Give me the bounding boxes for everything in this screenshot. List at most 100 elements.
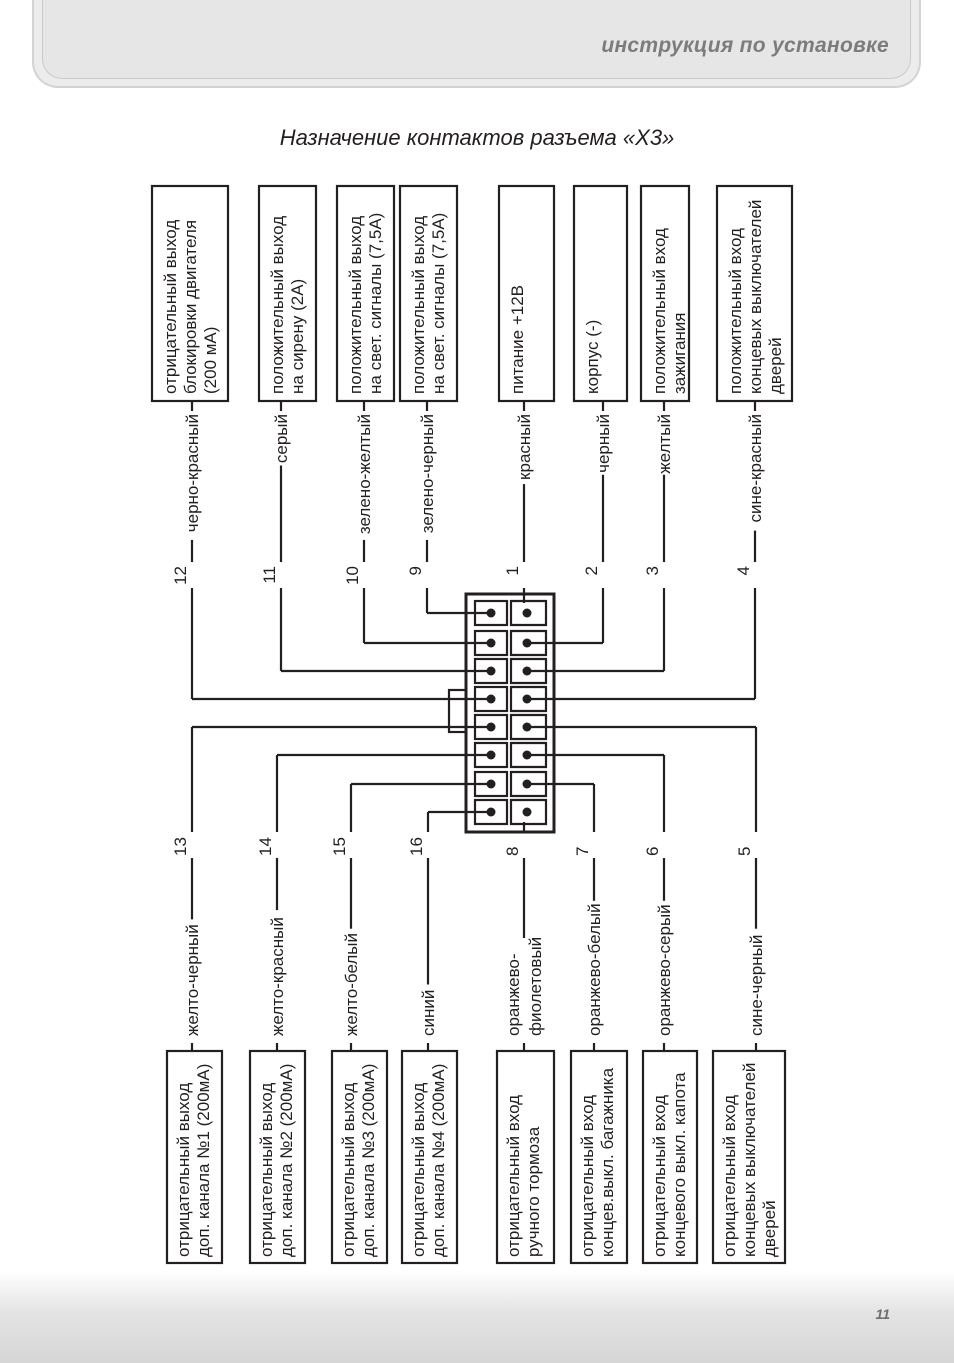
pin-3-number: 3 xyxy=(643,566,662,575)
page-number: 11 xyxy=(875,1306,890,1322)
label-gap xyxy=(650,900,678,1043)
pin-14-desc-line-group: отрицательный выход xyxy=(257,1083,276,1257)
pin-16-color: синий xyxy=(419,990,438,1036)
pin-5-color: сине-черный xyxy=(747,935,766,1036)
pin-13-color: желто-черный xyxy=(183,924,202,1036)
pin-6-number-group: 6 xyxy=(643,847,662,856)
label-gap xyxy=(650,832,678,858)
pin-13-desc-line-group: отрицательный выход xyxy=(174,1083,193,1257)
pin-4-desc-line: дверей xyxy=(766,337,785,394)
pin-15-desc-box xyxy=(330,1049,389,1265)
pin-8-desc-line: ручного тормоза xyxy=(524,1126,543,1257)
pin-6-color-group: оранжево-серый xyxy=(655,904,674,1036)
pin-16-desc-box xyxy=(400,1049,459,1265)
pin-2-number: 2 xyxy=(582,566,601,575)
pin-5-desc-box xyxy=(711,1049,787,1265)
label-gap xyxy=(510,562,538,588)
label-gap xyxy=(590,411,616,475)
connector-latch xyxy=(447,688,468,734)
pin-1-desc-line-group: питание +12В xyxy=(508,285,527,394)
pin-5-desc-line-group: дверей xyxy=(760,1200,779,1257)
pin-11-number: 11 xyxy=(260,566,279,584)
label-gap xyxy=(580,900,608,1043)
pin-4-color: сине-красный xyxy=(746,414,765,522)
pin-2-desc-line: корпус (-) xyxy=(583,320,602,394)
label-gap xyxy=(268,411,294,466)
pin-4-desc-line: положительный вход xyxy=(726,228,745,394)
pin-4-desc-box xyxy=(715,184,794,403)
pin-11-desc-line-group: на сирену (2А) xyxy=(288,279,307,394)
page-footer xyxy=(0,1270,954,1363)
pin-8-desc-line-group: ручного тормоза xyxy=(524,1126,543,1257)
pin-5-desc-line-group: отрицательный вход xyxy=(720,1095,739,1257)
page-header: инструкция по установке xyxy=(32,0,921,88)
pin-dot xyxy=(522,608,532,618)
pin-7-color-group: оранжево-белый xyxy=(585,903,604,1036)
pin-4-color-group: сине-красный xyxy=(746,414,765,522)
label-gap xyxy=(742,411,768,531)
pin-4-number-group: 4 xyxy=(734,566,753,575)
pin-16-desc-line-group: доп. канала №4 (200мА) xyxy=(429,1064,448,1257)
pin-13-desc-line: доп. канала №1 (200мА) xyxy=(194,1064,213,1257)
pin-15-number-group: 15 xyxy=(330,837,349,856)
pin-7-desc-line: концев.выкл. багажника xyxy=(598,1067,617,1257)
pin-11-desc-line: на сирену (2А) xyxy=(288,279,307,394)
pin-16-color-group: синий xyxy=(419,990,438,1036)
header-title: инструкция по установке xyxy=(601,34,889,57)
pin-14-desc-line: отрицательный выход xyxy=(257,1083,276,1257)
pin-12-desc-line-group: отрицательный выход xyxy=(161,220,180,394)
pin-8-desc-box xyxy=(495,1049,556,1265)
label-gap xyxy=(742,832,770,858)
pin-12-desc-line: отрицательный выход xyxy=(161,220,180,394)
pin-10-desc-box xyxy=(335,184,396,403)
label-gap xyxy=(179,411,205,540)
pin-11-desc-box xyxy=(257,184,318,403)
pin-7-number-group: 7 xyxy=(573,847,592,856)
pin-13-color-group: желто-черный xyxy=(183,924,202,1036)
label-gap xyxy=(178,919,206,1043)
label-gap xyxy=(414,832,442,858)
pin-15-desc-line: отрицательный выход xyxy=(339,1083,358,1257)
pin-12-desc-box xyxy=(150,184,230,403)
pin-10-number: 10 xyxy=(343,566,362,585)
pin-12-desc-line-group: (200 мА) xyxy=(201,327,220,394)
pin-7-desc-line-group: отрицательный вход xyxy=(578,1095,597,1257)
pin-13-desc-box xyxy=(165,1049,224,1265)
pin-9-color: зелено-черный xyxy=(418,414,437,533)
pin-3-desc-line: зажигания xyxy=(670,313,689,395)
pin-14-color: желто-красный xyxy=(268,917,287,1036)
label-gap xyxy=(350,562,378,588)
pin-7-color: оранжево-белый xyxy=(585,903,604,1036)
pin-6-desc-line: концевого выкл. капота xyxy=(670,1072,689,1257)
label-gap xyxy=(267,562,295,588)
pin-9-color-group: зелено-черный xyxy=(418,414,437,533)
pin-8-color: оранжево- xyxy=(504,953,523,1036)
pin-8-color: фиолетовый xyxy=(526,937,545,1036)
pin-9-desc-line-group: положительный выход xyxy=(409,216,428,394)
pin-9-desc-box xyxy=(398,184,459,403)
connector-outline-top xyxy=(464,592,556,834)
pin-15-number: 15 xyxy=(330,837,349,856)
pin-10-desc-line: на свет. сигналы (7,5А) xyxy=(366,213,385,394)
pin-2-desc-box xyxy=(572,184,629,403)
pin-5-desc-line-group: концевых выключателей xyxy=(740,1063,759,1257)
pin-13-number: 13 xyxy=(171,837,190,856)
diagram-title: Назначение контактов разъема «Х3» xyxy=(279,125,675,150)
pin-15-color-group: желто-белый xyxy=(342,933,361,1036)
pin-4-number: 4 xyxy=(734,566,753,575)
label-gap xyxy=(337,928,365,1043)
pin-11-color: серый xyxy=(272,414,291,463)
pin-4-desc-line-group: положительный вход xyxy=(726,228,745,394)
pin-9-desc-line: на свет. сигналы (7,5А) xyxy=(429,213,448,394)
pin-4-desc-line: концевых выключателей xyxy=(746,200,765,394)
pin-12-desc-line: (200 мА) xyxy=(201,327,220,394)
label-gap xyxy=(414,984,442,1043)
pin-9-desc-line: положительный выход xyxy=(409,216,428,394)
pin-5-desc-line: отрицательный вход xyxy=(720,1095,739,1257)
label-gap xyxy=(650,562,678,588)
pin-3-color-group: желтый xyxy=(655,414,674,474)
pin-5-number-group: 5 xyxy=(735,847,754,856)
pin-13-desc-line: отрицательный выход xyxy=(174,1083,193,1257)
pin-11-color-group: серый xyxy=(272,414,291,463)
